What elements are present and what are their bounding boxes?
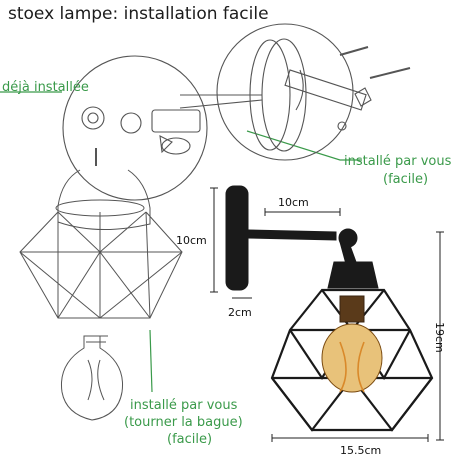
connector-detail-circle (62, 55, 208, 201)
cage-sketch (19, 169, 183, 421)
connector-detail-sketch (62, 55, 263, 201)
cage-verticals (57, 211, 151, 319)
wing-head (161, 137, 191, 155)
dim-arm (264, 208, 341, 216)
dimension-lines (210, 187, 444, 442)
socket-shell (57, 169, 151, 230)
bulb-base (339, 295, 365, 323)
label-bague-line3: (facile) (167, 432, 213, 447)
threaded-pipe (151, 109, 201, 133)
dim-width (271, 434, 429, 442)
wall-plate (225, 185, 249, 291)
dim-label-arm: 10cm (278, 196, 309, 209)
wing-screw (159, 135, 173, 154)
page-title: stoex lampe: installation facile (8, 4, 269, 24)
mounting-bracket (284, 69, 367, 111)
lamp-arm (247, 229, 337, 241)
bulb-threads (84, 335, 108, 343)
bulb-sketch (60, 335, 124, 421)
dim-label-depth: 2cm (228, 306, 252, 319)
callout-lines (0, 91, 362, 393)
bulb-glow-filament (339, 341, 365, 393)
label-bague-line1: installé par vous (130, 398, 238, 413)
screw-2 (369, 67, 411, 79)
dim-label-height: 19cm (433, 322, 446, 353)
screw-1 (339, 46, 369, 56)
label-deja-installee: déjà installée (2, 80, 89, 95)
label-installe-line1: installé par vous (344, 154, 452, 169)
nut-outer (81, 106, 105, 130)
label-installe-line2: (facile) (383, 172, 429, 187)
bulb-filament (87, 359, 105, 401)
dim-label-plate: 10cm (176, 234, 207, 247)
callout-line-installe (246, 130, 362, 161)
dim-plate (210, 187, 218, 293)
dim-height (436, 231, 444, 441)
bracket-end (354, 87, 372, 107)
plate-detail-circle (216, 23, 354, 161)
callout-line-bague (149, 329, 153, 393)
lamp-socket (327, 261, 379, 289)
mounting-plate-sketch (216, 23, 411, 161)
screw-3 (337, 121, 347, 131)
cage-outline (19, 211, 183, 319)
washer (120, 112, 142, 134)
arm-line-bottom (179, 99, 263, 109)
dim-label-width: 15.5cm (340, 444, 382, 457)
wire-sketch (295, 69, 304, 111)
label-bague-line2: (tourner la bague) (124, 415, 243, 430)
cage-lower-diagonals (57, 251, 151, 319)
lamp-bulb (321, 323, 383, 393)
nut-inner (87, 112, 99, 124)
lamp-photo (225, 185, 434, 432)
